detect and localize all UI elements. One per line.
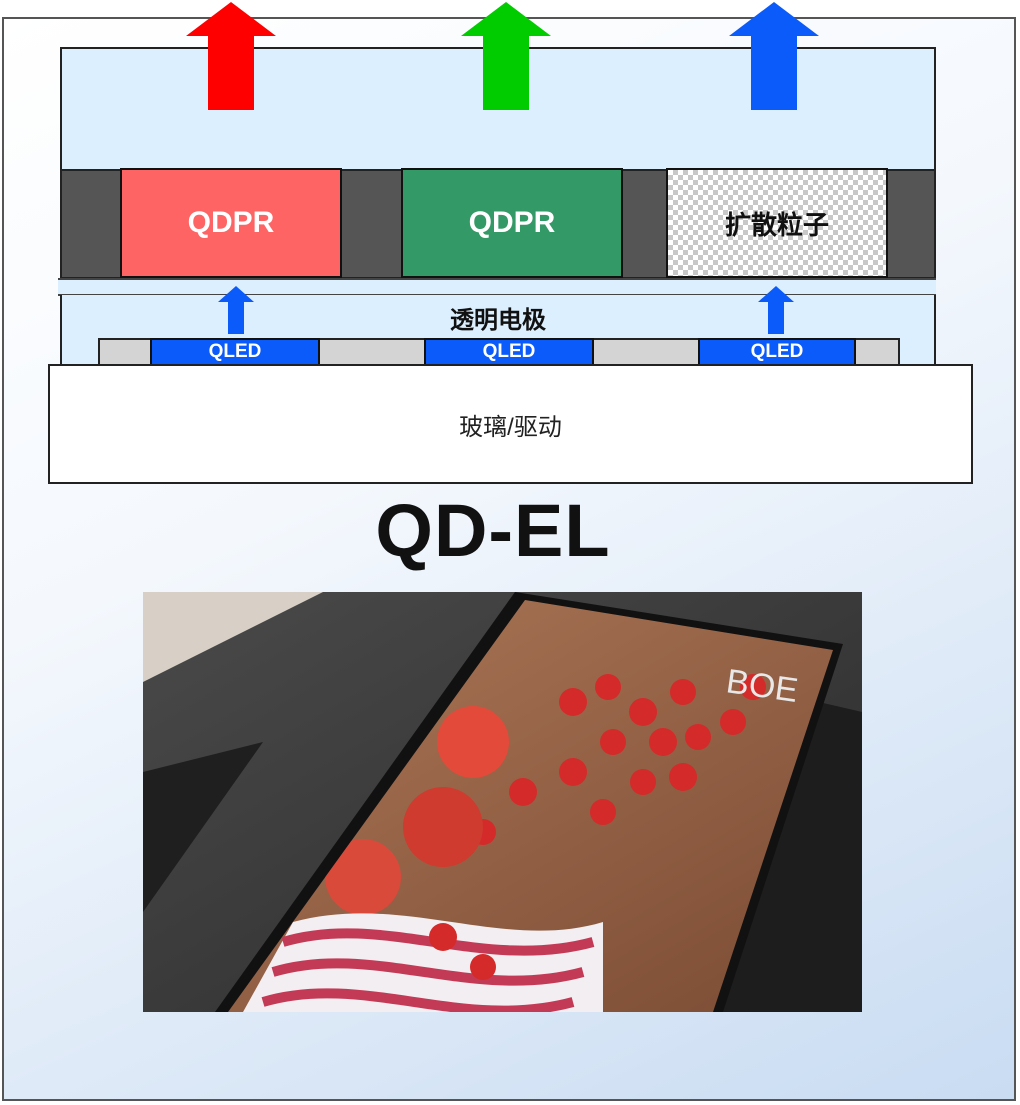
glass-driver-layer: 玻璃/驱动	[48, 364, 973, 484]
transparent-electrode-label: 透明电极	[450, 307, 546, 334]
small-blue-arrow-left	[218, 286, 254, 334]
qled-cell: QLED	[150, 338, 320, 366]
green-arrow	[461, 2, 551, 110]
qdpr-red-cell: QDPR	[120, 168, 342, 278]
qled-cell: QLED	[424, 338, 594, 366]
blue-arrow	[729, 2, 819, 110]
qled-cell: QLED	[698, 338, 856, 366]
diagram-title: QD-EL	[375, 489, 611, 572]
red-arrow	[186, 2, 276, 110]
diffusion-particle-cell: 扩散粒子	[666, 168, 888, 278]
small-blue-arrow-right	[758, 286, 794, 334]
qdpr-green-cell: QDPR	[401, 168, 623, 278]
electrode-strip	[58, 278, 936, 296]
display-photo: BOE	[143, 592, 862, 1012]
